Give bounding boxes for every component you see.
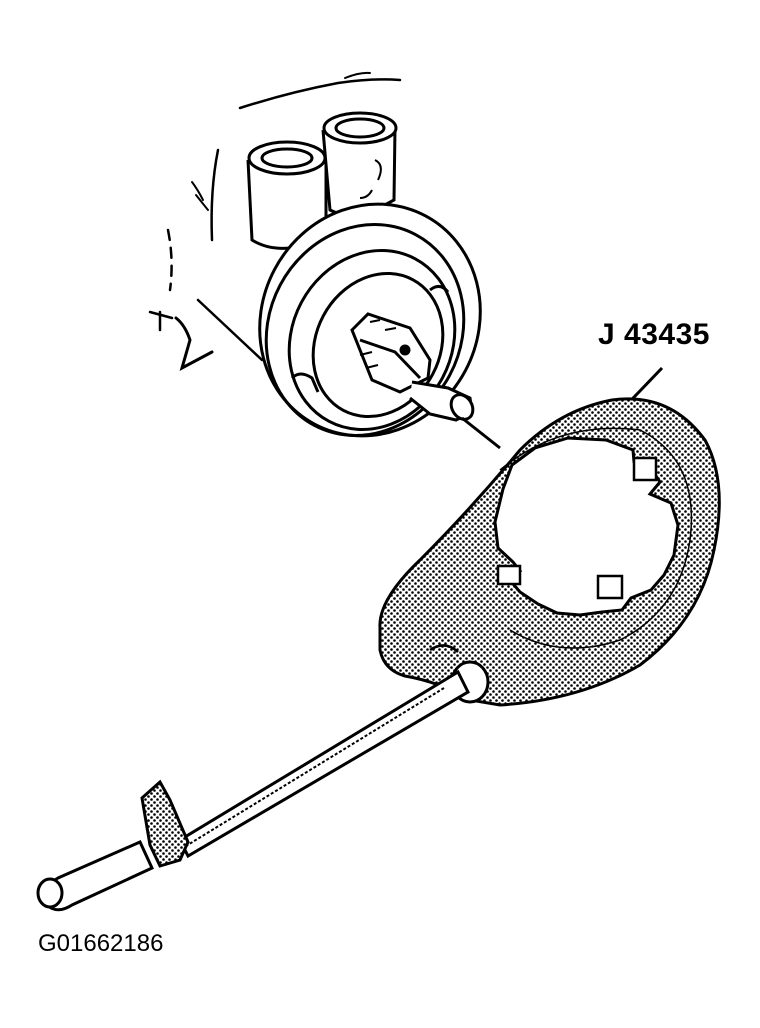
tool-callout-label: J 43435 — [598, 318, 710, 351]
figure-id: G01662186 — [38, 930, 164, 957]
refrigerant-port-tubes — [246, 111, 398, 250]
spanner-wrench-tool — [36, 397, 721, 912]
compressor-shaft — [350, 312, 475, 422]
compressor-housing — [148, 71, 402, 371]
